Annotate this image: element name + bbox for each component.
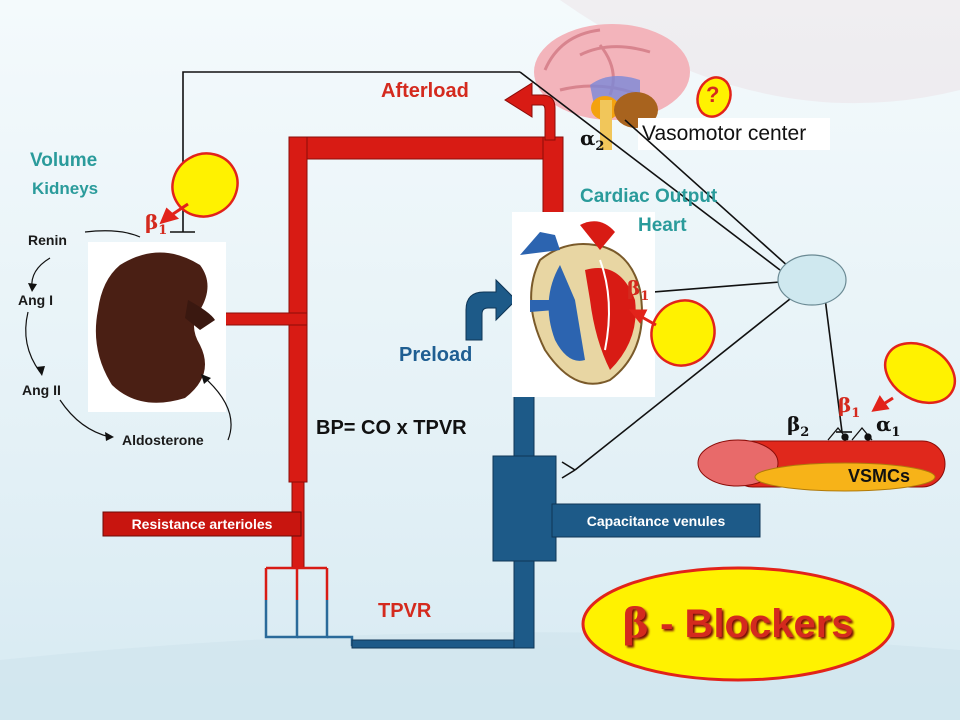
vessel-beta1-receptor: β1 (838, 393, 861, 421)
raas-arrowheads (28, 283, 211, 441)
vessel-beta2-receptor: β2 (787, 412, 810, 440)
vessel-icon (697, 439, 946, 492)
renin-label: Renin (28, 232, 67, 248)
cardiac-output-label: Cardiac Output (580, 186, 718, 207)
resistance-arterioles-label: Resistance arterioles (131, 516, 273, 532)
volume-label: Volume (30, 150, 98, 171)
venous-system (351, 278, 557, 649)
kidneys-label: Kidneys (32, 179, 99, 198)
vsmcs-label: VSMCs (848, 466, 911, 486)
vasomotor-node (777, 254, 847, 306)
capacitance-venules-label: Capacitance venules (586, 512, 726, 529)
tpvr-label: TPVR (378, 600, 432, 622)
vasomotor-center-label: Vasomotor center (642, 122, 807, 145)
heart-label: Heart (638, 215, 687, 236)
brain-marker: ? (706, 82, 720, 107)
heart-icon (512, 212, 655, 397)
kidney-beta1-receptor: β1 (145, 210, 168, 238)
aldosterone-label: Aldosterone (122, 432, 204, 448)
beta-blockers-oval (581, 566, 895, 682)
ang-i-label: Ang I (18, 292, 53, 308)
ang-ii-label: Ang II (22, 382, 61, 398)
vessel-alpha1-receptor: α1 (876, 412, 901, 440)
heart-beta1-receptor: β1 (627, 276, 650, 304)
nerve-lines (170, 71, 852, 479)
preload-label: Preload (399, 344, 473, 366)
brain-alpha2-receptor: α2 (580, 126, 605, 154)
capacitance-venules-box (551, 503, 761, 538)
blocker-ovals (171, 76, 957, 405)
beta-blockers-title: β - Blockers (622, 600, 854, 647)
bp-formula-label: BP= CO x TPVR (316, 417, 467, 439)
resistance-arterioles-box (102, 511, 302, 537)
kidney-icon (88, 242, 226, 412)
vessel-receptors (827, 426, 873, 441)
afterload-label: Afterload (381, 80, 469, 102)
blocker-arrows (159, 202, 894, 412)
vasomotor-box (638, 118, 830, 150)
